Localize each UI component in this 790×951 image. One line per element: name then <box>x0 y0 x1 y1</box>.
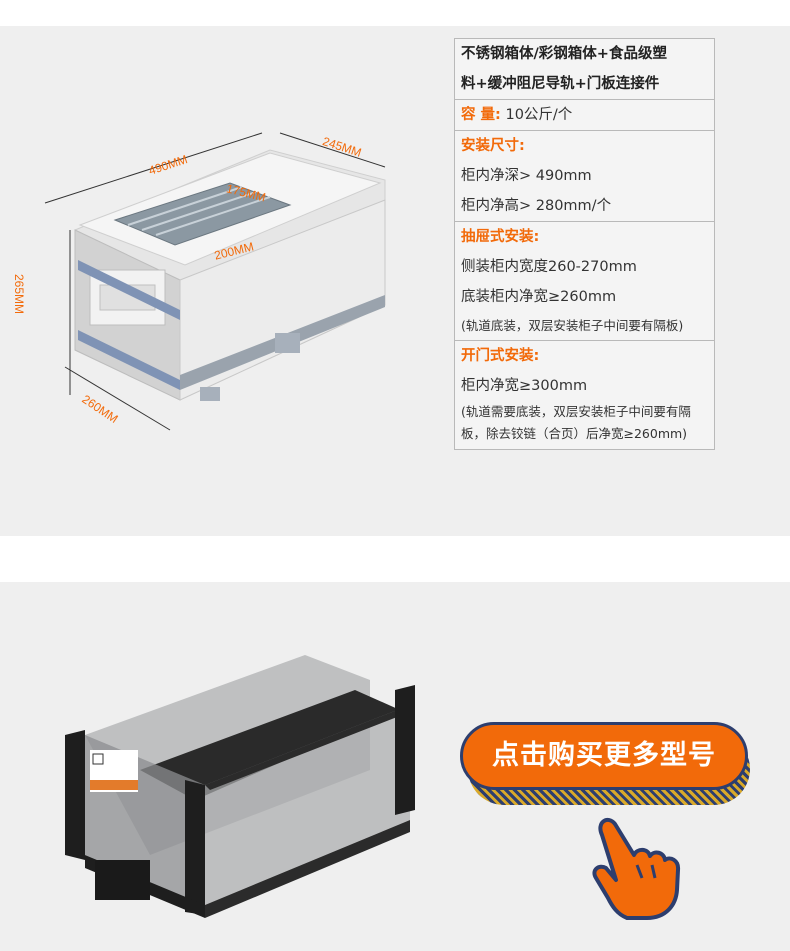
buy-more-models-button[interactable]: 点击购买更多型号 <box>460 722 748 790</box>
black-frame-bin-photo <box>65 655 415 918</box>
drawer-side-width: 侧装柜内宽度260-270mm <box>461 259 637 275</box>
install-depth: 柜内净深> 490mm <box>461 168 592 184</box>
drawer-note: (轨道底装，双层安装柜子中间要有隔板) <box>461 318 684 333</box>
spec-drawer-install: 抽屉式安装: 侧装柜内宽度260-270mm 底装柜内净宽≥260mm (轨道底… <box>455 221 714 340</box>
drawer-bottom-width: 底装柜内净宽≥260mm <box>461 289 617 305</box>
pointing-hand-icon <box>592 818 681 920</box>
spec-door-install: 开门式安装: 柜内净宽≥300mm (轨道需要底装，双层安装柜子中间要有隔 板，… <box>455 340 714 449</box>
material-line-2: 料+缓冲阻尼导轨+门板连接件 <box>461 76 660 92</box>
spec-material: 不锈钢箱体/彩钢箱体+食品级塑 料+缓冲阻尼导轨+门板连接件 <box>455 39 714 99</box>
install-height: 柜内净高> 280mm/个 <box>461 198 612 214</box>
door-note-2: 板，除去铰链（合页）后净宽≥260mm) <box>461 426 688 441</box>
door-title: 开门式安装: <box>461 348 540 364</box>
install-size-title: 安装尺寸: <box>461 138 525 154</box>
material-line-1: 不锈钢箱体/彩钢箱体+食品级塑 <box>461 46 667 62</box>
spec-capacity: 容 量: 10公斤/个 <box>455 99 714 130</box>
dim-height: 265MM <box>12 274 26 315</box>
spec-install-size: 安装尺寸: 柜内净深> 490mm 柜内净高> 280mm/个 <box>455 130 714 221</box>
drawer-title: 抽屉式安装: <box>461 229 540 245</box>
product-bin-illustration <box>44 132 386 431</box>
capacity-value: 10公斤/个 <box>505 107 573 123</box>
spec-table: 不锈钢箱体/彩钢箱体+食品级塑 料+缓冲阻尼导轨+门板连接件 容 量: 10公斤… <box>454 38 715 450</box>
capacity-label: 容 量: <box>461 107 501 123</box>
door-note-1: (轨道需要底装，双层安装柜子中间要有隔 <box>461 404 691 419</box>
door-width: 柜内净宽≥300mm <box>461 378 588 394</box>
